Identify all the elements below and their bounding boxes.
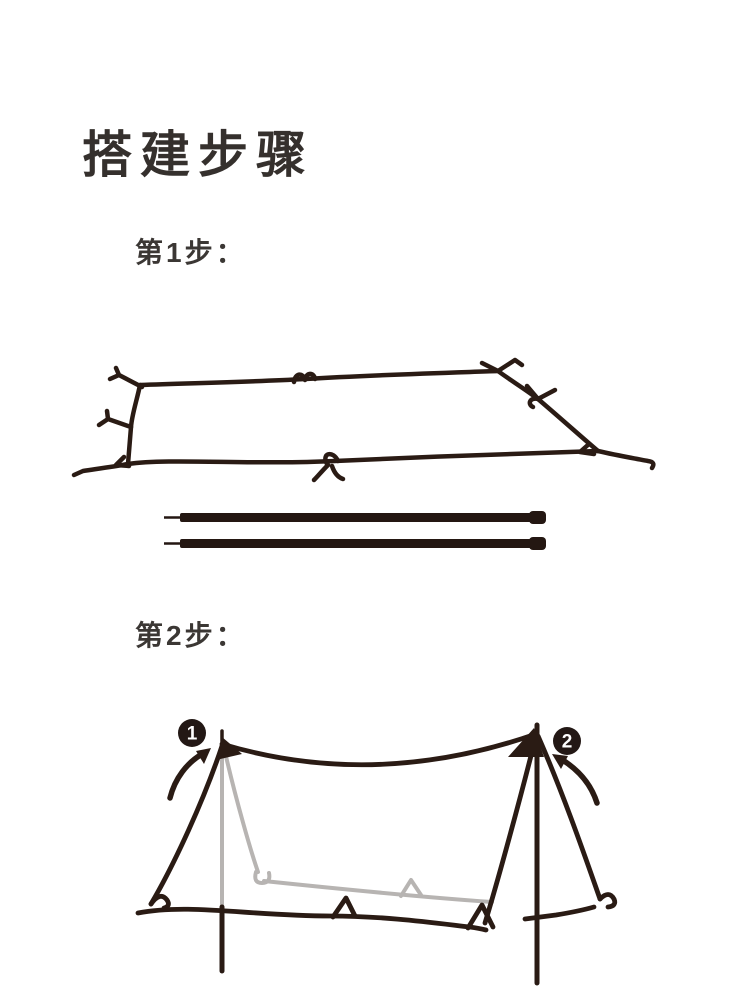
left-corner-loop — [148, 893, 171, 911]
pole-1 — [164, 511, 546, 524]
front-stake-tab — [330, 895, 358, 920]
pitched-tarp-illustration: 1 2 — [135, 719, 618, 986]
tarp-right-edge — [495, 368, 601, 454]
arrow-2-shaft — [558, 756, 600, 806]
step2-marker-2: 2 — [553, 727, 581, 755]
pole-1-shaft — [180, 513, 532, 522]
tarp-top-edge — [137, 368, 501, 388]
marker-1-circle — [178, 719, 206, 747]
right-peak-wrap — [508, 728, 544, 757]
stake-knot-top-left — [107, 365, 145, 390]
arrow-2-head-icon — [552, 754, 568, 769]
stake-knot-bottom-middle — [311, 451, 346, 483]
flat-tarp-illustration — [71, 357, 656, 483]
tarp-back-bottom-edge — [262, 879, 494, 904]
arrow-to-right-peak — [552, 754, 600, 806]
stake-knot-right-middle — [524, 383, 558, 410]
back-stake-tab — [399, 878, 423, 898]
corner-loop-bottom-left — [113, 454, 132, 469]
marker-2-circle — [553, 727, 581, 755]
tarp-front-side — [135, 731, 618, 933]
tarp-poles-illustration — [164, 511, 546, 550]
back-corner-loop — [253, 870, 272, 885]
tarp-outline — [71, 357, 656, 483]
tarp-front-right-edge — [482, 733, 539, 926]
left-peak-wrap — [216, 737, 242, 760]
tarp-bottom-edge — [125, 448, 601, 467]
right-corner-loop — [597, 892, 618, 910]
marker-2-number: 2 — [562, 732, 573, 753]
corner-loop-bottom-right — [577, 441, 597, 457]
front-right-corner-tab — [465, 902, 496, 931]
stake-knot-left-middle — [96, 408, 134, 430]
marker-1-number: 1 — [187, 724, 198, 745]
stake-knot-top-middle — [291, 371, 318, 385]
arrow-to-left-peak — [167, 748, 211, 801]
tarp-front-bottom-edge — [135, 906, 489, 933]
pole-1-end-cap — [529, 511, 546, 524]
step2-label: 第2步： — [135, 620, 247, 651]
tarp-back-side — [220, 748, 494, 909]
page-title: 搭建步骤 — [82, 127, 314, 183]
tarp-back-left-edge — [223, 750, 260, 874]
stake-knot-top-right — [479, 357, 525, 374]
ridge-line — [219, 731, 539, 768]
bottom-right-edge — [522, 904, 597, 922]
pole-2 — [164, 537, 546, 550]
arrow-1-head-icon — [196, 748, 211, 764]
tarp-front-left-edge — [148, 743, 225, 907]
arrow-1-shaft — [167, 751, 205, 801]
pole-2-end-cap — [529, 537, 546, 550]
step1-label: 第1步： — [135, 237, 247, 268]
guy-rope-right — [595, 448, 656, 471]
tarp-back-right-edge — [535, 733, 603, 902]
pole-2-shaft — [180, 539, 532, 548]
step2-marker-1: 1 — [178, 719, 206, 747]
